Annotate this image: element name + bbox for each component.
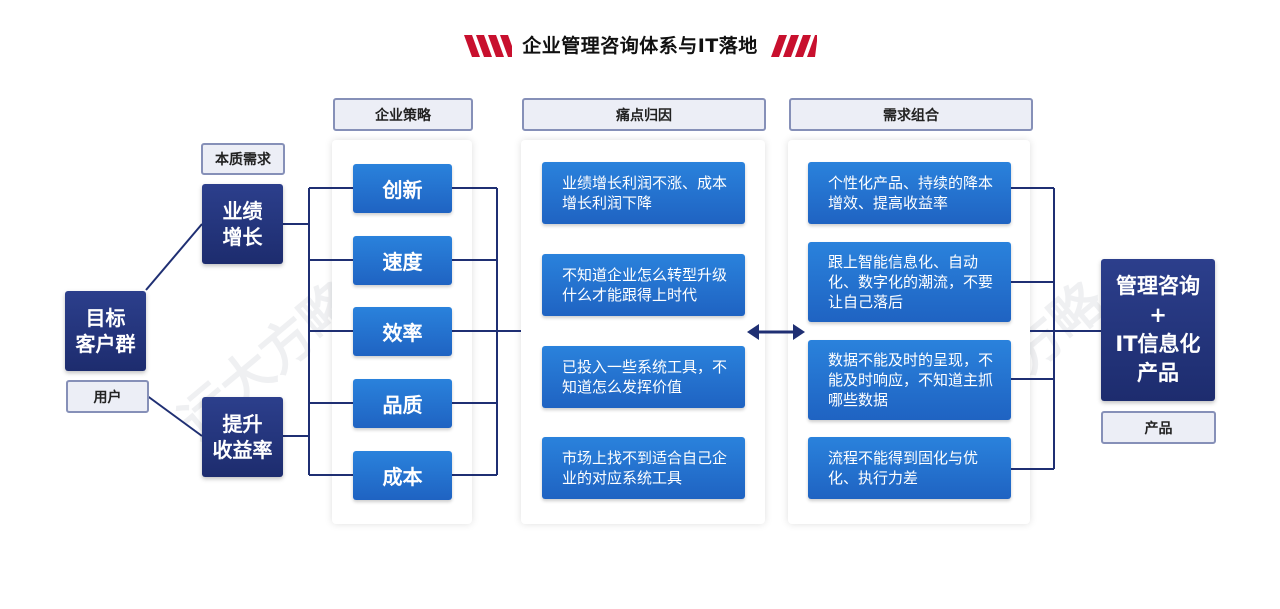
target-group-box: 目标 客户群: [65, 291, 146, 371]
page-title: 企业管理咨询体系与IT落地: [522, 35, 758, 57]
pain-item: 不知道企业怎么转型升级什么才能跟得上时代: [542, 254, 745, 316]
stripes-icon-right: [771, 35, 817, 57]
demand-item: 数据不能及时的呈现，不能及时响应，不知道主抓哪些数据: [808, 340, 1011, 420]
demand-item: 跟上智能信息化、自动化、数字化的潮流，不要让自己落后: [808, 242, 1011, 322]
essence-tag: 本质需求: [201, 143, 285, 175]
pain-item: 市场上找不到适合自己企业的对应系统工具: [542, 437, 745, 499]
strategy-item-innovation: 创新: [353, 164, 452, 213]
product-tag: 产品: [1101, 411, 1216, 444]
pain-item: 业绩增长利润不涨、成本增长利润下降: [542, 162, 745, 224]
stripes-icon-left: [464, 35, 512, 57]
strategy-item-efficiency: 效率: [353, 307, 452, 356]
title-bar: 企业管理咨询体系与IT落地: [462, 31, 818, 61]
pain-item: 已投入一些系统工具，不知道怎么发挥价值: [542, 346, 745, 408]
pain-header: 痛点归因: [522, 98, 766, 131]
user-tag: 用户: [66, 380, 149, 413]
product-box: 管理咨询 + IT信息化 产品: [1101, 259, 1215, 401]
strategy-item-cost: 成本: [353, 451, 452, 500]
demand-item: 个性化产品、持续的降本增效、提高收益率: [808, 162, 1011, 224]
strategy-item-speed: 速度: [353, 236, 452, 285]
demand-item: 流程不能得到固化与优化、执行力差: [808, 437, 1011, 499]
strategy-item-quality: 品质: [353, 379, 452, 428]
demand-header: 需求组合: [789, 98, 1033, 131]
double-arrow-icon: [747, 324, 805, 340]
need-growth-box: 业绩 增长: [202, 184, 283, 264]
strategy-header: 企业策略: [333, 98, 473, 131]
need-margin-box: 提升 收益率: [202, 397, 283, 477]
